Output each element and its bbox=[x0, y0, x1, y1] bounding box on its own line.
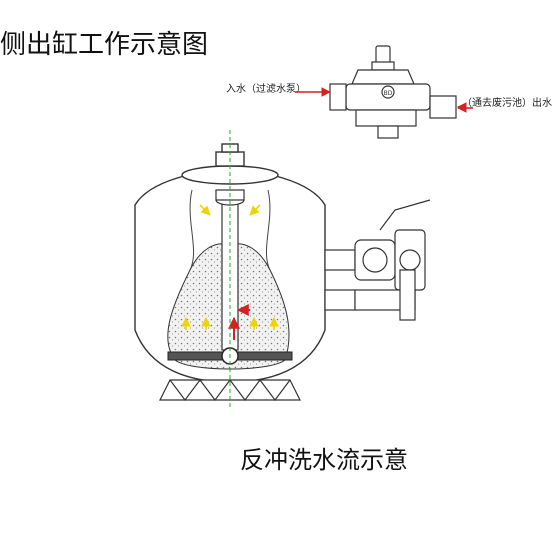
backwash-arrows bbox=[181, 204, 279, 330]
multiport-valve-detail bbox=[329, 45, 457, 139]
outlet-label: （通去废污池）出水 bbox=[462, 98, 552, 109]
valve-badge-circle bbox=[381, 85, 395, 99]
inlet-label: 入水（过滤水泵） bbox=[226, 84, 306, 95]
inner-chamber bbox=[189, 189, 271, 271]
valve-badge: BD bbox=[384, 90, 393, 97]
side-valve bbox=[324, 199, 431, 321]
valve-handle-detail bbox=[375, 45, 391, 65]
diagram-caption: 反冲洗水流示意 bbox=[240, 446, 408, 474]
diagram-title: 侧出缸工作示意图 bbox=[0, 30, 209, 60]
